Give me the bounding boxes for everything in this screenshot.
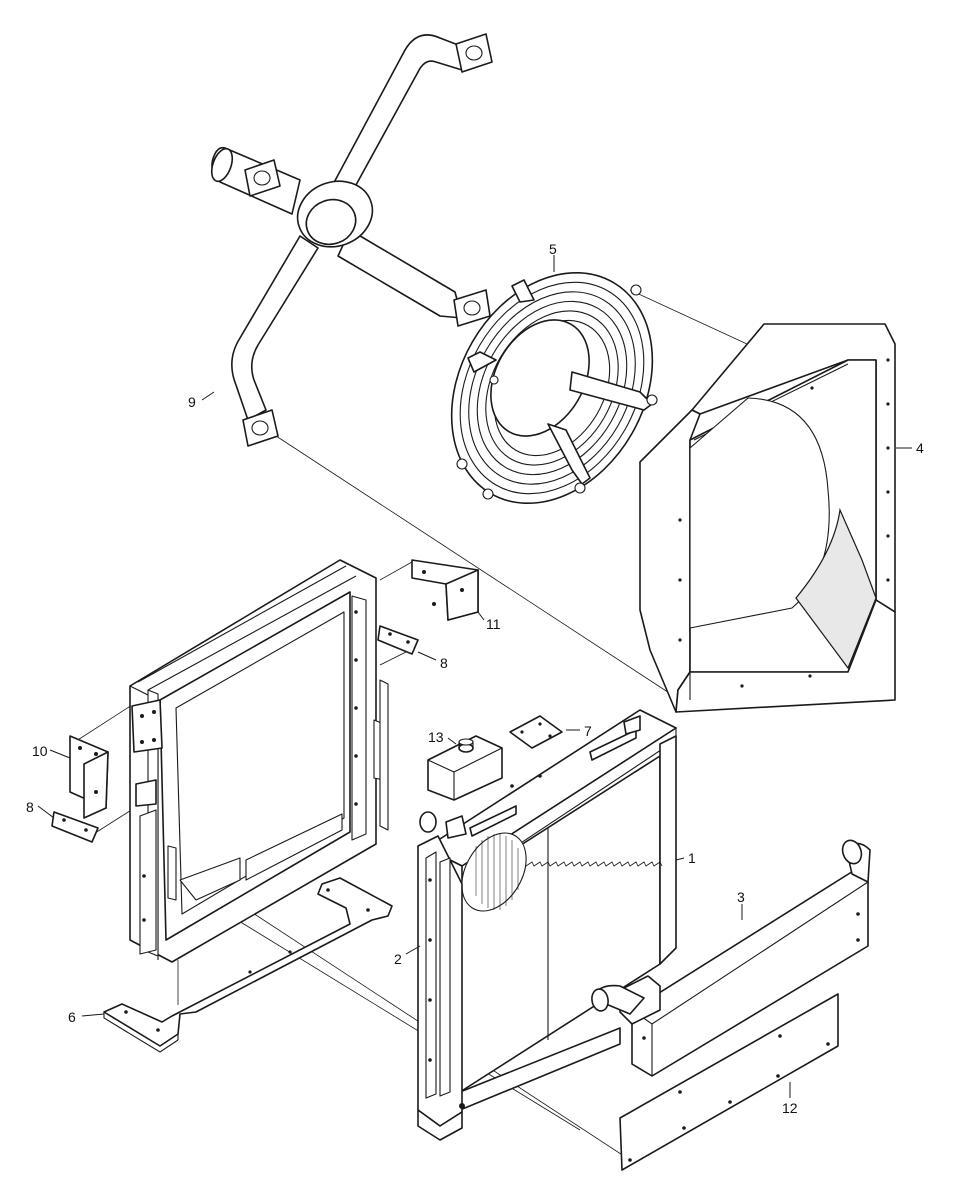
part-8-plate-lower	[51, 811, 99, 843]
callout-3: 3	[737, 889, 745, 905]
part-9-fan-support-bracket	[210, 33, 493, 447]
part-1-radiator-core	[419, 709, 677, 1111]
callout-8-lower: 8	[26, 799, 34, 815]
callout-2: 2	[394, 951, 402, 967]
callout-labels: 1 2 3 4 5 6 7 8 8 9 10 11 12 13	[26, 241, 924, 1116]
callout-12: 12	[782, 1100, 798, 1116]
callout-5: 5	[549, 241, 557, 257]
part-13-header-tank	[427, 735, 503, 801]
callout-11: 11	[486, 616, 501, 632]
callout-8-upper: 8	[440, 655, 448, 671]
part-10-bracket	[69, 735, 109, 819]
callout-10: 10	[32, 743, 48, 759]
part-11-bracket	[411, 559, 479, 621]
callout-7: 7	[584, 723, 592, 739]
callout-4: 4	[916, 440, 924, 456]
callout-leaders	[37, 255, 912, 1098]
callout-13: 13	[428, 729, 444, 745]
part-3-charge-air-cooler	[591, 839, 871, 1077]
part-12-lower-cover	[619, 993, 839, 1171]
part-5-fan-guard	[450, 271, 658, 505]
part-7-cover-plate	[509, 715, 563, 749]
part-6-base-plate	[103, 877, 393, 1053]
part-4-fan-shroud	[639, 323, 896, 713]
part-8-plate-upper	[377, 625, 419, 655]
callout-9: 9	[188, 394, 196, 410]
part-2-side-frame	[417, 835, 465, 1141]
left-radiator-frame	[129, 559, 389, 963]
callout-6: 6	[68, 1009, 76, 1025]
callout-1: 1	[688, 850, 696, 866]
